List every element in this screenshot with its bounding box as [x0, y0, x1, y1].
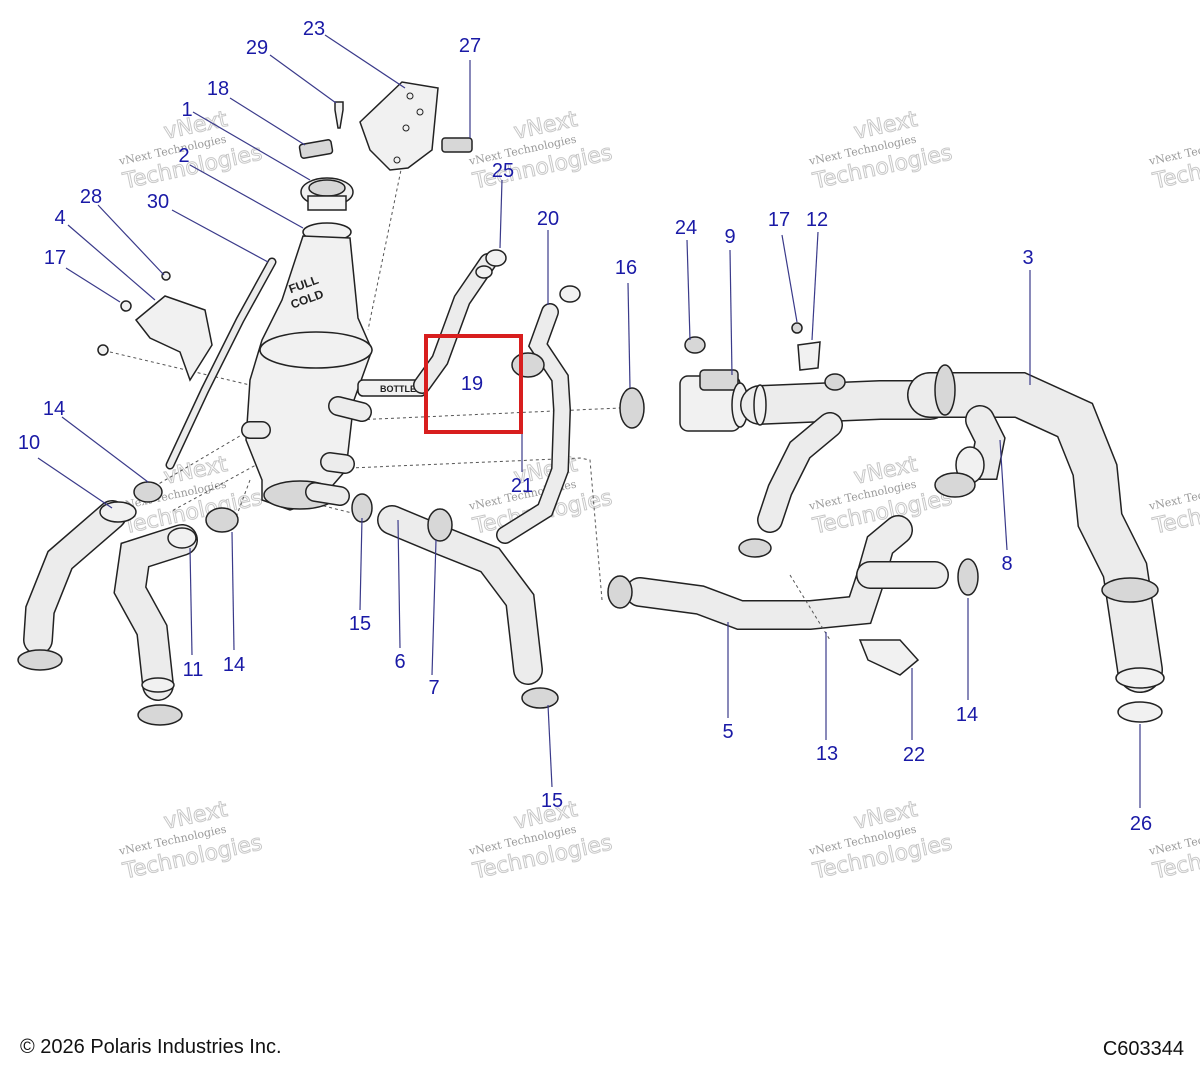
callout-26: 26	[1130, 813, 1152, 835]
callout-15: 15	[349, 613, 371, 635]
reservoir-bracket	[97, 271, 213, 382]
callout-18: 18	[207, 78, 229, 100]
callout-24: 24	[675, 217, 697, 239]
callout-29: 29	[246, 37, 268, 59]
callout-14c: 14	[956, 704, 978, 726]
callout-25: 25	[492, 160, 514, 182]
diagram-code: C603344	[1102, 1038, 1184, 1060]
hose-sleeve	[858, 639, 920, 676]
callout-27: 27	[459, 35, 481, 57]
bottle-label: BOTTLE	[380, 384, 416, 394]
callout-1: 1	[181, 99, 192, 121]
callout-14b: 14	[223, 654, 245, 676]
callout-13: 13	[816, 743, 838, 765]
overflow-hose	[165, 257, 277, 470]
highlight-box	[424, 334, 523, 434]
callout-9: 9	[724, 226, 735, 248]
thermostat-housing	[619, 336, 749, 432]
callout-22: 22	[903, 744, 925, 766]
hose-clamps-right	[957, 558, 1163, 723]
callout-8: 8	[1001, 553, 1012, 575]
lower-hose-right	[113, 524, 198, 701]
bypass-hose	[496, 285, 581, 544]
callout-10: 10	[18, 432, 40, 454]
callout-6: 6	[394, 651, 405, 673]
elbow-hose	[934, 405, 1006, 498]
sensor-fitting	[791, 322, 821, 371]
heater-hose	[607, 515, 949, 641]
vent-hose	[413, 249, 507, 394]
callout-30: 30	[147, 191, 169, 213]
assembly-lines	[109, 164, 621, 601]
lower-hose-left	[23, 500, 137, 655]
reservoir-cap	[300, 177, 354, 242]
callout-16: 16	[615, 257, 637, 279]
callout-12: 12	[806, 209, 828, 231]
callout-2: 2	[178, 145, 189, 167]
callout-4: 4	[54, 207, 65, 229]
callout-5: 5	[722, 721, 733, 743]
radiator-hose	[907, 364, 1165, 693]
leader-lines	[37, 34, 1141, 808]
callout-19: 19	[461, 373, 483, 395]
coolant-reservoir: FULL COLD BOTTLE	[241, 235, 427, 511]
callout-23: 23	[303, 18, 325, 40]
mounting-bracket	[298, 81, 473, 171]
callout-14: 14	[43, 398, 65, 420]
center-hose	[377, 505, 559, 709]
callout-28: 28	[80, 186, 102, 208]
callout-3: 3	[1022, 247, 1033, 269]
callout-17: 17	[44, 247, 66, 269]
callout-15b: 15	[541, 790, 563, 812]
callout-11: 11	[183, 659, 204, 681]
callout-group: 23 29 27 18 1 2 25 28 30 4 17 20 24 9 17…	[18, 18, 1152, 835]
callout-7: 7	[428, 677, 439, 699]
copyright-text: © 2026 Polaris Industries Inc.	[20, 1036, 282, 1058]
callout-17b: 17	[768, 209, 790, 231]
callout-21: 21	[511, 475, 533, 497]
hose-clamps-left	[17, 481, 373, 726]
callout-20: 20	[537, 208, 559, 230]
